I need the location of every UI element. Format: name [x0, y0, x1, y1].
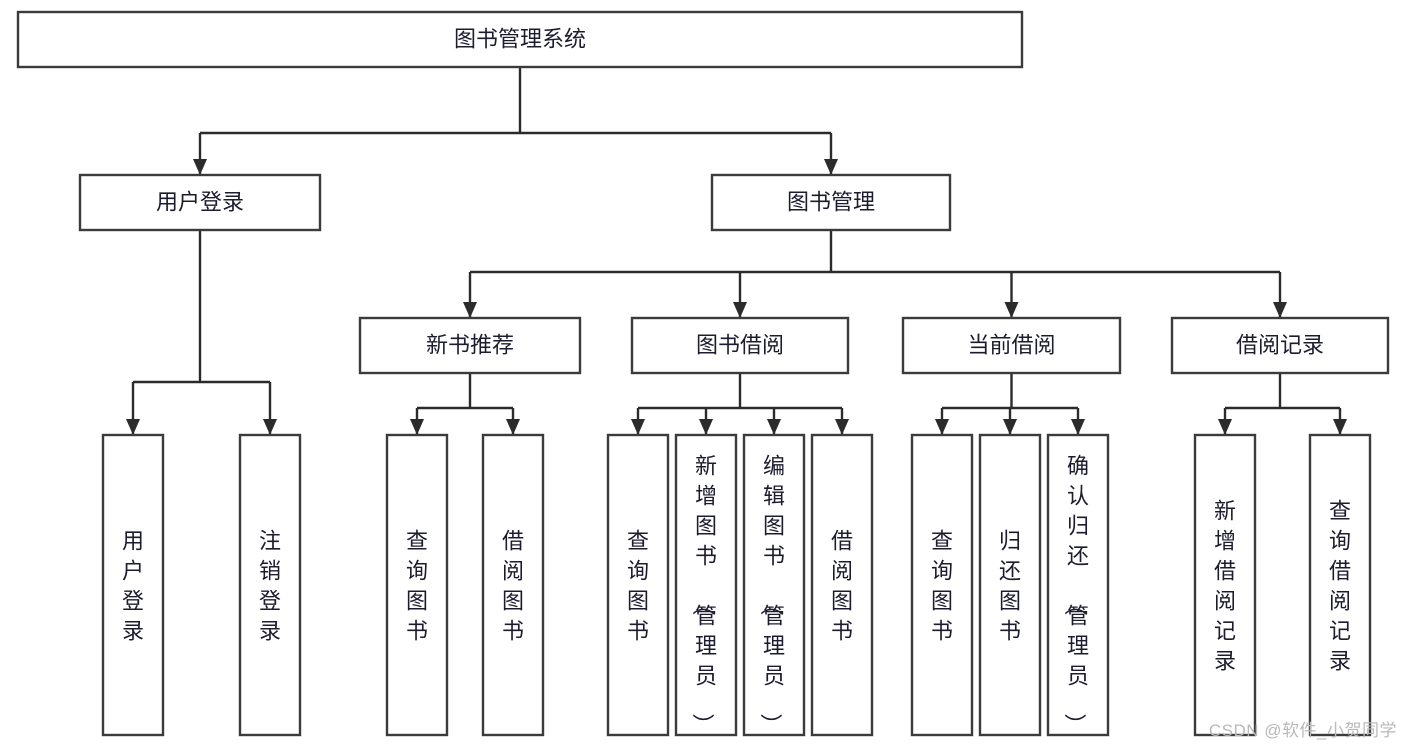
node-leaf-return-book[interactable]: 归还图书: [978, 433, 1042, 737]
node-book-manage-label: 图书管理: [787, 189, 875, 214]
node-leaf-edit-book[interactable]: 编辑图书（管理员）: [742, 433, 806, 737]
conn-user-login-arrow-0: [126, 419, 140, 435]
node-leaf-return-book-box[interactable]: [978, 433, 1042, 737]
node-leaf-borrow-book-1-box[interactable]: [481, 433, 545, 737]
connector-layer: [126, 67, 1347, 435]
node-leaf-borrow-book-2-box[interactable]: [810, 433, 874, 737]
conn-book-manage-arrow-0: [463, 302, 477, 318]
conn-borrow-record-arrow-0: [1218, 419, 1232, 435]
node-leaf-query-record[interactable]: 查询借阅记录: [1308, 433, 1372, 737]
node-leaf-user-login[interactable]: 用户登录: [101, 433, 165, 737]
node-leaf-edit-book-label: 编辑图书（管理员）: [758, 453, 785, 735]
conn-new-book-recommend-arrow-1: [506, 419, 520, 435]
node-leaf-add-book-label: 新增图书（管理员）: [690, 453, 717, 735]
node-leaf-borrow-book-2[interactable]: 借阅图书: [810, 433, 874, 737]
node-book-manage-box[interactable]: [710, 173, 952, 232]
node-root-system-label: 图书管理系统: [454, 26, 586, 51]
node-new-book-recommend-box[interactable]: [358, 316, 582, 375]
conn-root-arrow-1: [824, 159, 838, 175]
node-leaf-query-book-2[interactable]: 查询图书: [606, 433, 670, 737]
node-leaf-query-book-2-box[interactable]: [606, 433, 670, 737]
node-user-login[interactable]: 用户登录: [78, 173, 322, 232]
conn-book-borrow-arrow-3: [835, 419, 849, 435]
node-leaf-query-book-3-label: 查询图书: [931, 528, 953, 643]
conn-book-manage-arrow-1: [733, 302, 747, 318]
node-leaf-edit-book-box[interactable]: [742, 433, 806, 737]
node-root-system[interactable]: 图书管理系统: [16, 10, 1024, 69]
node-book-borrow-label: 图书借阅: [696, 332, 784, 357]
node-leaf-confirm-return-box[interactable]: [1046, 433, 1110, 737]
node-leaf-query-book-1-label: 查询图书: [406, 528, 428, 643]
node-borrow-record[interactable]: 借阅记录: [1170, 316, 1390, 375]
node-leaf-query-record-label: 查询借阅记录: [1329, 498, 1351, 673]
node-leaf-query-book-1[interactable]: 查询图书: [385, 433, 449, 737]
node-leaf-query-record-box[interactable]: [1308, 433, 1372, 737]
node-leaf-add-book[interactable]: 新增图书（管理员）: [674, 433, 738, 737]
conn-book-manage-arrow-3: [1273, 302, 1287, 318]
node-book-borrow-box[interactable]: [630, 316, 850, 375]
node-root-system-box[interactable]: [16, 10, 1024, 69]
conn-book-borrow-arrow-1: [699, 419, 713, 435]
node-leaf-user-login-label: 用户登录: [122, 528, 144, 643]
conn-user-login-arrow-1: [263, 419, 277, 435]
node-leaf-return-book-label: 归还图书: [999, 528, 1021, 643]
node-current-borrow-box[interactable]: [901, 316, 1122, 375]
node-leaf-query-book-3-box[interactable]: [910, 433, 974, 737]
conn-borrow-record-arrow-1: [1333, 419, 1347, 435]
conn-book-borrow-arrow-0: [631, 419, 645, 435]
node-leaf-borrow-book-1[interactable]: 借阅图书: [481, 433, 545, 737]
node-user-login-box[interactable]: [78, 173, 322, 232]
conn-book-borrow-arrow-2: [767, 419, 781, 435]
node-leaf-logout-login-label: 注销登录: [259, 528, 281, 643]
conn-current-borrow-arrow-1: [1003, 419, 1017, 435]
node-leaf-borrow-book-2-label: 借阅图书: [831, 528, 853, 643]
node-leaf-logout-login-box[interactable]: [238, 433, 302, 737]
conn-current-borrow-arrow-0: [935, 419, 949, 435]
node-new-book-recommend[interactable]: 新书推荐: [358, 316, 582, 375]
node-leaf-borrow-book-1-label: 借阅图书: [502, 528, 524, 643]
node-leaf-logout-login[interactable]: 注销登录: [238, 433, 302, 737]
conn-current-borrow-arrow-2: [1071, 419, 1085, 435]
conn-root-arrow-0: [193, 159, 207, 175]
node-leaf-user-login-box[interactable]: [101, 433, 165, 737]
node-borrow-record-label: 借阅记录: [1236, 332, 1324, 357]
node-leaf-query-book-1-box[interactable]: [385, 433, 449, 737]
node-borrow-record-box[interactable]: [1170, 316, 1390, 375]
node-book-manage[interactable]: 图书管理: [710, 173, 952, 232]
node-book-borrow[interactable]: 图书借阅: [630, 316, 850, 375]
conn-book-manage-arrow-2: [1004, 302, 1019, 318]
node-user-login-label: 用户登录: [156, 189, 244, 214]
node-current-borrow-label: 当前借阅: [967, 332, 1055, 357]
conn-new-book-recommend-arrow-0: [410, 419, 424, 435]
node-leaf-add-book-box[interactable]: [674, 433, 738, 737]
watermark-label: CSDN @软件_小贺同学: [1208, 721, 1397, 740]
node-leaf-add-record-label: 新增借阅记录: [1214, 498, 1236, 673]
node-leaf-confirm-return[interactable]: 确认归还（管理员）: [1046, 433, 1110, 737]
node-leaf-query-book-3[interactable]: 查询图书: [910, 433, 974, 737]
node-leaf-add-record-box[interactable]: [1193, 433, 1257, 737]
node-leaf-query-book-2-label: 查询图书: [627, 528, 649, 643]
node-leaf-add-record[interactable]: 新增借阅记录: [1193, 433, 1257, 737]
node-current-borrow[interactable]: 当前借阅: [901, 316, 1122, 375]
node-layer: 图书管理系统用户登录图书管理新书推荐图书借阅当前借阅借阅记录用户登录注销登录查询…: [16, 10, 1390, 737]
node-leaf-confirm-return-label: 确认归还（管理员）: [1062, 453, 1089, 735]
node-new-book-recommend-label: 新书推荐: [426, 332, 514, 357]
